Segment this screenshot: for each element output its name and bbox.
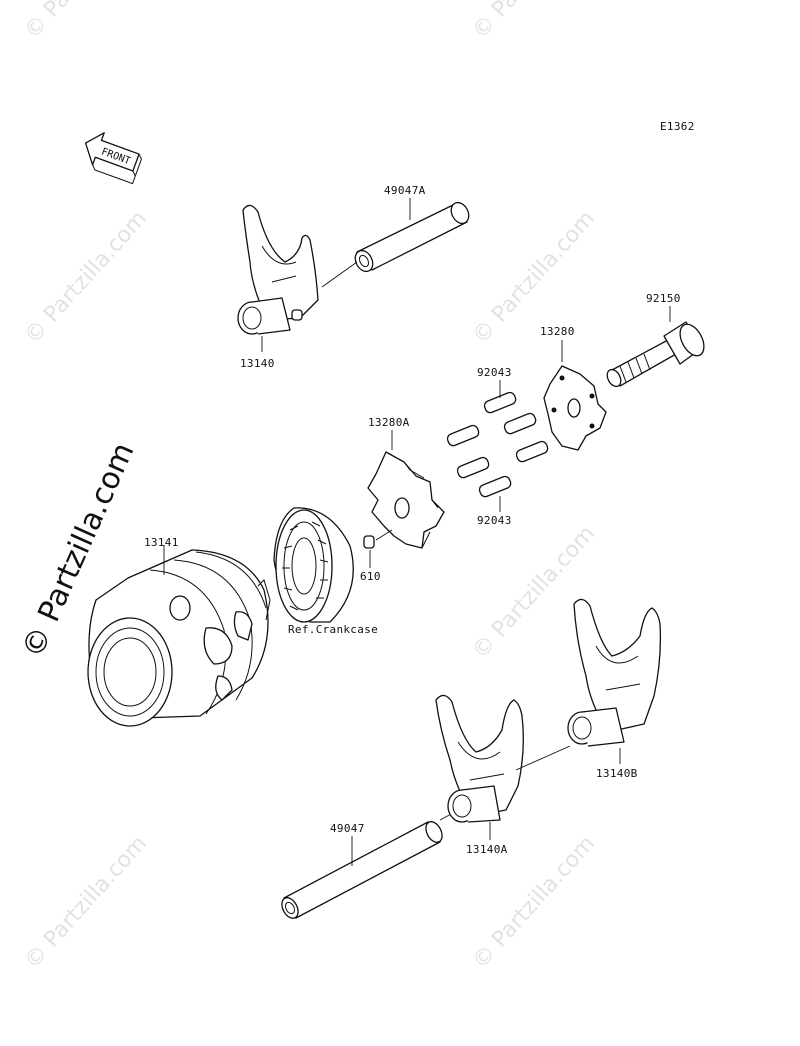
part-label-13140: 13140 bbox=[240, 357, 275, 370]
leader-line bbox=[321, 261, 358, 288]
part-label-13140a: 13140A bbox=[466, 843, 508, 856]
part-label-49047a: 49047A bbox=[384, 184, 426, 197]
pins-92043 bbox=[446, 391, 549, 498]
stopper-plate-13280a bbox=[367, 451, 445, 549]
watermark: © Partzilla.com bbox=[468, 206, 600, 349]
part-label-13280a: 13280A bbox=[368, 416, 410, 429]
leader-line bbox=[375, 529, 393, 541]
shift-rod-lower bbox=[281, 821, 443, 919]
part-label-610: 610 bbox=[360, 570, 381, 583]
reference-note: Ref.Crankcase bbox=[288, 623, 378, 636]
bolt-92150 bbox=[606, 321, 705, 388]
shift-fork-13140b bbox=[567, 598, 662, 747]
front-arrow-icon: FRONT bbox=[84, 132, 142, 185]
dowel-pin-610 bbox=[363, 535, 375, 549]
part-label-13141: 13141 bbox=[144, 536, 179, 549]
watermark: © Partzilla.com bbox=[20, 206, 152, 349]
shift-drum-13141 bbox=[87, 549, 271, 727]
leader-line bbox=[515, 745, 571, 771]
watermark: © Partzilla.com bbox=[20, 0, 152, 44]
shift-fork-upper bbox=[237, 204, 319, 335]
watermark: © Partzilla.com bbox=[468, 0, 600, 44]
part-label-92043-upper: 92043 bbox=[477, 366, 512, 379]
shift-fork-13140a bbox=[435, 694, 524, 823]
part-label-92150: 92150 bbox=[646, 292, 681, 305]
bearing bbox=[273, 507, 354, 623]
watermark: © Partzilla.com bbox=[20, 831, 152, 974]
part-label-13280: 13280 bbox=[540, 325, 575, 338]
part-label-13140b: 13140B bbox=[596, 767, 638, 780]
shift-rod-upper bbox=[354, 201, 470, 273]
diagram-code: E1362 bbox=[660, 120, 695, 133]
part-label-92043-lower: 92043 bbox=[477, 514, 512, 527]
stopper-plate-13280 bbox=[543, 365, 607, 451]
part-label-49047: 49047 bbox=[330, 822, 365, 835]
